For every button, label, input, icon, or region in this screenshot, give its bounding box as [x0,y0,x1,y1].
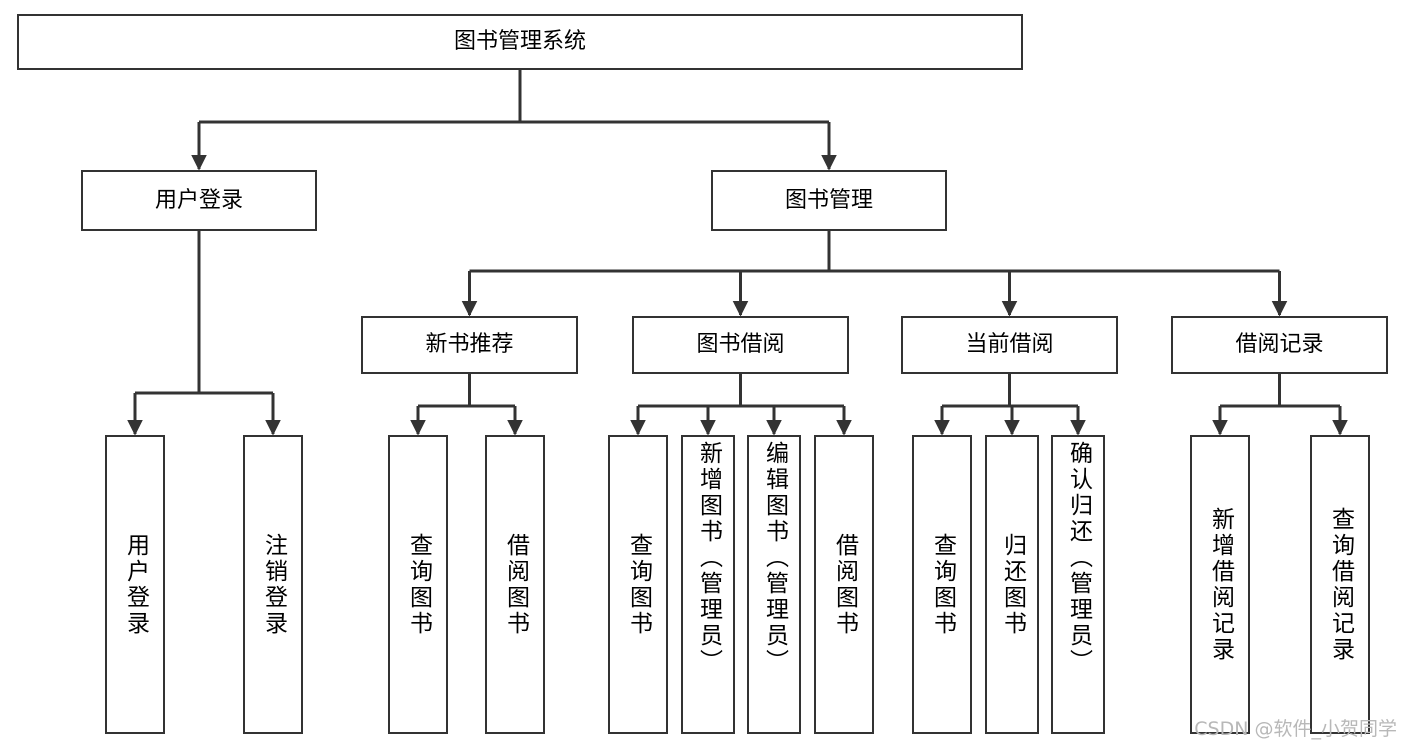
node-leaf10[interactable]: 归还图书 [985,435,1039,734]
node-label: 用户登录 [154,187,243,213]
node-leaf4[interactable]: 借阅图书 [485,435,545,734]
node-label: 图书借阅 [696,332,785,358]
node-label: 编辑图书（管理员） [761,441,788,675]
node-bookmgmt[interactable]: 图书管理 [711,170,947,231]
node-label: 查询借阅记录 [1327,506,1354,663]
node-label: 查询图书 [929,532,956,637]
node-label: 新增图书（管理员） [695,441,722,675]
node-current[interactable]: 当前借阅 [901,316,1118,374]
node-leaf6[interactable]: 新增图书（管理员） [681,435,735,734]
node-label: 借阅记录 [1235,332,1324,358]
node-leaf9[interactable]: 查询图书 [912,435,972,734]
node-leaf3[interactable]: 查询图书 [388,435,448,734]
node-leaf1[interactable]: 用户登录 [105,435,165,734]
node-label: 用户登录 [122,532,149,637]
node-leaf13[interactable]: 查询借阅记录 [1310,435,1370,734]
node-label: 归还图书 [999,532,1026,637]
node-leaf2[interactable]: 注销登录 [243,435,303,734]
node-root[interactable]: 图书管理系统 [17,14,1023,70]
node-label: 借阅图书 [831,532,858,637]
node-label: 新增借阅记录 [1207,506,1234,663]
node-label: 当前借阅 [965,332,1054,358]
node-leaf7[interactable]: 编辑图书（管理员） [747,435,801,734]
node-label: 图书管理系统 [453,29,586,55]
node-label: 查询图书 [405,532,432,637]
node-borrow[interactable]: 图书借阅 [632,316,849,374]
node-label: 查询图书 [625,532,652,637]
node-login[interactable]: 用户登录 [81,170,317,231]
node-label: 注销登录 [260,532,287,637]
node-label: 确认归还（管理员） [1065,441,1092,675]
node-leaf12[interactable]: 新增借阅记录 [1190,435,1250,734]
node-leaf8[interactable]: 借阅图书 [814,435,874,734]
node-newbooks[interactable]: 新书推荐 [361,316,578,374]
node-label: 新书推荐 [425,332,514,358]
node-label: 图书管理 [784,187,873,213]
watermark: CSDN @软件_小贺同学 [1194,718,1397,740]
node-leaf5[interactable]: 查询图书 [608,435,668,734]
node-records[interactable]: 借阅记录 [1171,316,1388,374]
node-label: 借阅图书 [502,532,529,637]
node-leaf11[interactable]: 确认归还（管理员） [1051,435,1105,734]
